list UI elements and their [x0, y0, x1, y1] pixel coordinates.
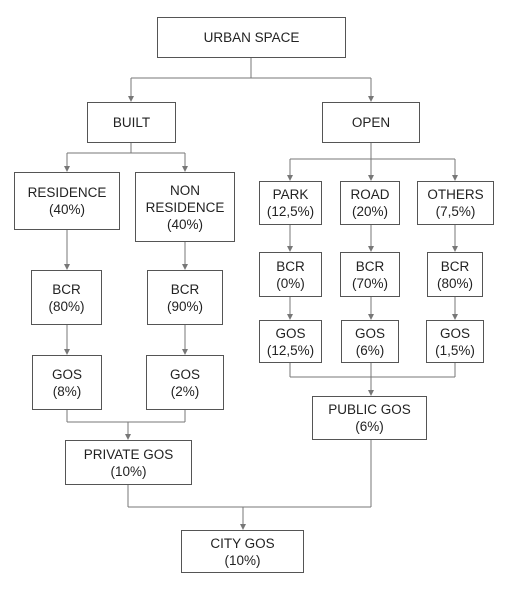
node-private-gos-line-1: PRIVATE GOS: [83, 446, 174, 462]
node-bcr-park-line-2: (0%): [276, 275, 305, 291]
node-bcr-residence-line-1: BCR: [52, 281, 81, 297]
node-gos-others-line-2: (1,5%): [435, 342, 475, 358]
node-residence-line-2: (40%): [48, 202, 85, 217]
node-road: ROAD (20%): [340, 181, 400, 225]
arrowhead: [452, 175, 458, 181]
node-others: OTHERS (7,5%): [417, 181, 494, 225]
arrowhead: [182, 264, 188, 270]
node-gos-non-residence-line-1: GOS: [169, 366, 200, 382]
node-gos-non-residence-line-2: (2%): [170, 383, 200, 399]
node-bcr-park-line-1: BCR: [276, 258, 305, 274]
arrowhead: [452, 246, 458, 252]
node-gos-residence-line-1: GOS: [51, 366, 82, 382]
node-bcr-others-line-1: BCR: [440, 258, 470, 274]
arrowhead: [368, 314, 374, 320]
arrowhead: [287, 314, 293, 320]
arrowhead: [64, 349, 70, 355]
node-park: PARK (12,5%): [259, 181, 322, 225]
node-public-gos: PUBLIC GOS (6%): [312, 396, 427, 440]
node-private-gos: PRIVATE GOS (10%): [65, 440, 192, 485]
node-park-line-2: (12,5%): [266, 204, 315, 219]
node-open: OPEN: [322, 102, 420, 143]
node-bcr-non-residence-line-1: BCR: [170, 281, 200, 297]
node-gos-road-line-2: (6%): [355, 342, 385, 358]
node-urban-space: URBAN SPACE: [157, 17, 346, 58]
node-bcr-road-line-1: BCR: [355, 258, 385, 274]
node-gos-park-line-1: GOS: [275, 325, 306, 341]
node-bcr-residence-line-2: (80%): [48, 298, 85, 314]
node-others-line-2: (7,5%): [435, 204, 476, 219]
arrowhead: [64, 166, 70, 172]
node-private-gos-line-2: (10%): [110, 463, 147, 479]
node-bcr-non-residence: BCR (90%): [147, 270, 223, 325]
arrowhead: [182, 166, 188, 172]
node-others-line-1: OTHERS: [427, 187, 484, 202]
node-road-line-1: ROAD: [350, 187, 390, 202]
arrowhead: [240, 524, 246, 530]
node-gos-road-line-1: GOS: [354, 325, 385, 341]
node-gos-residence: GOS (8%): [32, 355, 102, 410]
arrowhead: [125, 434, 131, 440]
node-gos-non-residence: GOS (2%): [146, 355, 224, 410]
arrowhead: [287, 175, 293, 181]
arrowhead: [452, 314, 458, 320]
node-city-gos-line-1: CITY GOS: [210, 535, 275, 551]
node-non-residence: NON RESIDENCE (40%): [135, 172, 235, 242]
node-non-residence-line-1: NON: [170, 182, 200, 198]
node-bcr-non-residence-line-2: (90%): [166, 298, 203, 314]
node-bcr-residence: BCR (80%): [31, 270, 102, 325]
node-open-line-1: OPEN: [351, 115, 391, 130]
node-non-residence-line-2: RESIDENCE: [145, 199, 225, 215]
node-non-residence-line-3: (40%): [166, 216, 203, 232]
node-gos-road: GOS (6%): [341, 320, 399, 363]
node-urban-space-line-1: URBAN SPACE: [203, 30, 300, 45]
node-city-gos-line-2: (10%): [224, 552, 261, 568]
node-public-gos-line-1: PUBLIC GOS: [328, 402, 411, 417]
node-road-line-2: (20%): [351, 204, 388, 219]
node-bcr-others: BCR (80%): [427, 252, 483, 297]
arrowhead: [368, 246, 374, 252]
arrowhead: [368, 390, 374, 396]
node-city-gos: CITY GOS (10%): [181, 530, 304, 573]
arrowhead: [368, 96, 374, 102]
arrowhead: [182, 349, 188, 355]
node-bcr-road: BCR (70%): [340, 252, 400, 297]
arrowhead: [128, 96, 134, 102]
node-bcr-others-line-2: (80%): [436, 275, 473, 291]
node-public-gos-line-2: (6%): [355, 419, 384, 434]
node-gos-others: GOS (1,5%): [426, 320, 484, 363]
node-gos-residence-line-2: (8%): [52, 383, 82, 399]
node-bcr-road-line-2: (70%): [351, 275, 388, 291]
node-built: BUILT: [87, 102, 176, 143]
node-gos-others-line-1: GOS: [439, 325, 470, 341]
node-built-line-1: BUILT: [112, 115, 151, 130]
arrowhead: [287, 246, 293, 252]
node-gos-park-line-2: (12,5%): [266, 342, 315, 358]
node-residence-line-1: RESIDENCE: [27, 185, 107, 200]
arrowhead: [64, 264, 70, 270]
node-park-line-1: PARK: [272, 187, 309, 202]
node-residence: RESIDENCE (40%): [14, 172, 120, 230]
arrowhead: [368, 175, 374, 181]
node-gos-park: GOS (12,5%): [259, 320, 322, 363]
node-bcr-park: BCR (0%): [259, 252, 322, 297]
